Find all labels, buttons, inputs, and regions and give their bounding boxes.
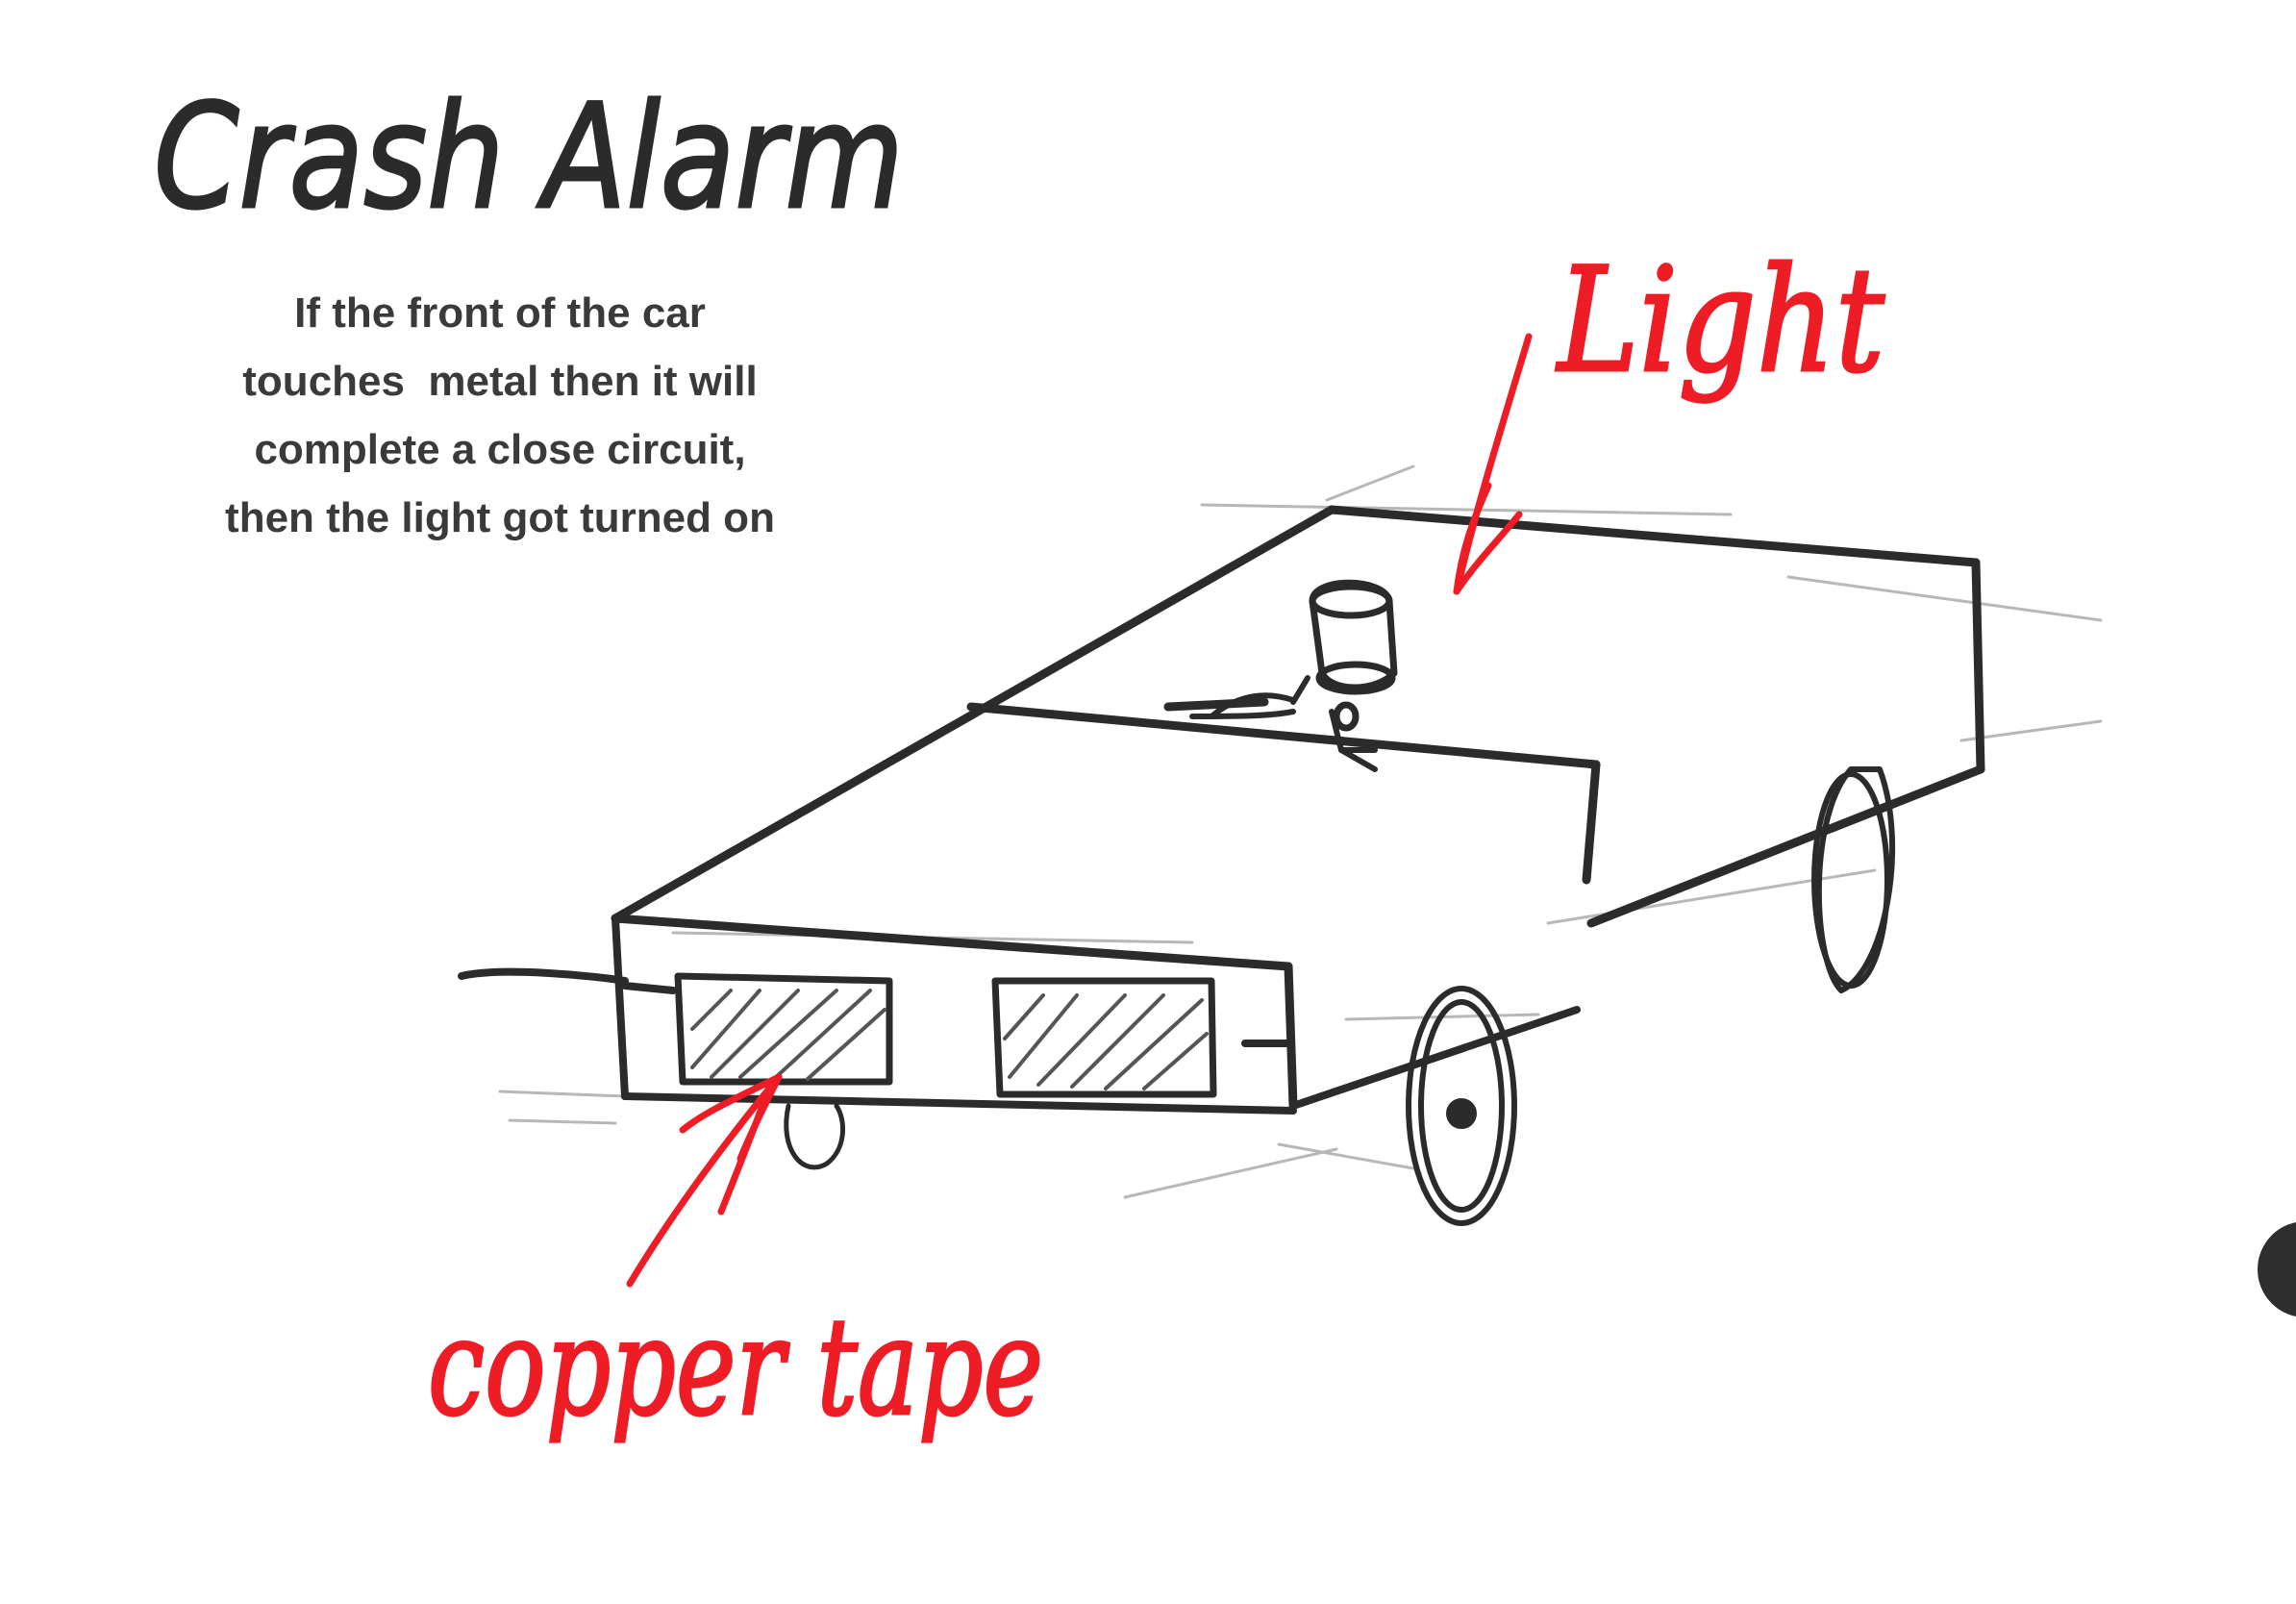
front-panel-left (678, 976, 889, 1082)
front-panel-right (995, 981, 1213, 1094)
description-text: If the front of the car touches metal th… (144, 279, 856, 552)
wheel-rear-right (1814, 769, 1892, 990)
light-bulb (1312, 583, 1394, 728)
wheel-front-left (786, 1106, 843, 1167)
copper-tape-label: copper tape (428, 1290, 1043, 1446)
light-arrow (1457, 337, 1529, 591)
sketch-title: Crash Alarm (154, 74, 904, 241)
description-line: If the front of the car (144, 279, 856, 347)
wheel-front-right (1409, 989, 1514, 1223)
description-line: touches metal then it will (144, 347, 856, 415)
panel-hatching (692, 990, 1207, 1089)
car-top (615, 510, 1981, 1106)
construction-lines (500, 466, 2101, 1197)
description-line: complete a close circuit, (144, 415, 856, 484)
description-line: then the light got turned on (144, 484, 856, 552)
light-label: Light (1555, 238, 1884, 405)
copper-tape-arrow (630, 1077, 779, 1284)
